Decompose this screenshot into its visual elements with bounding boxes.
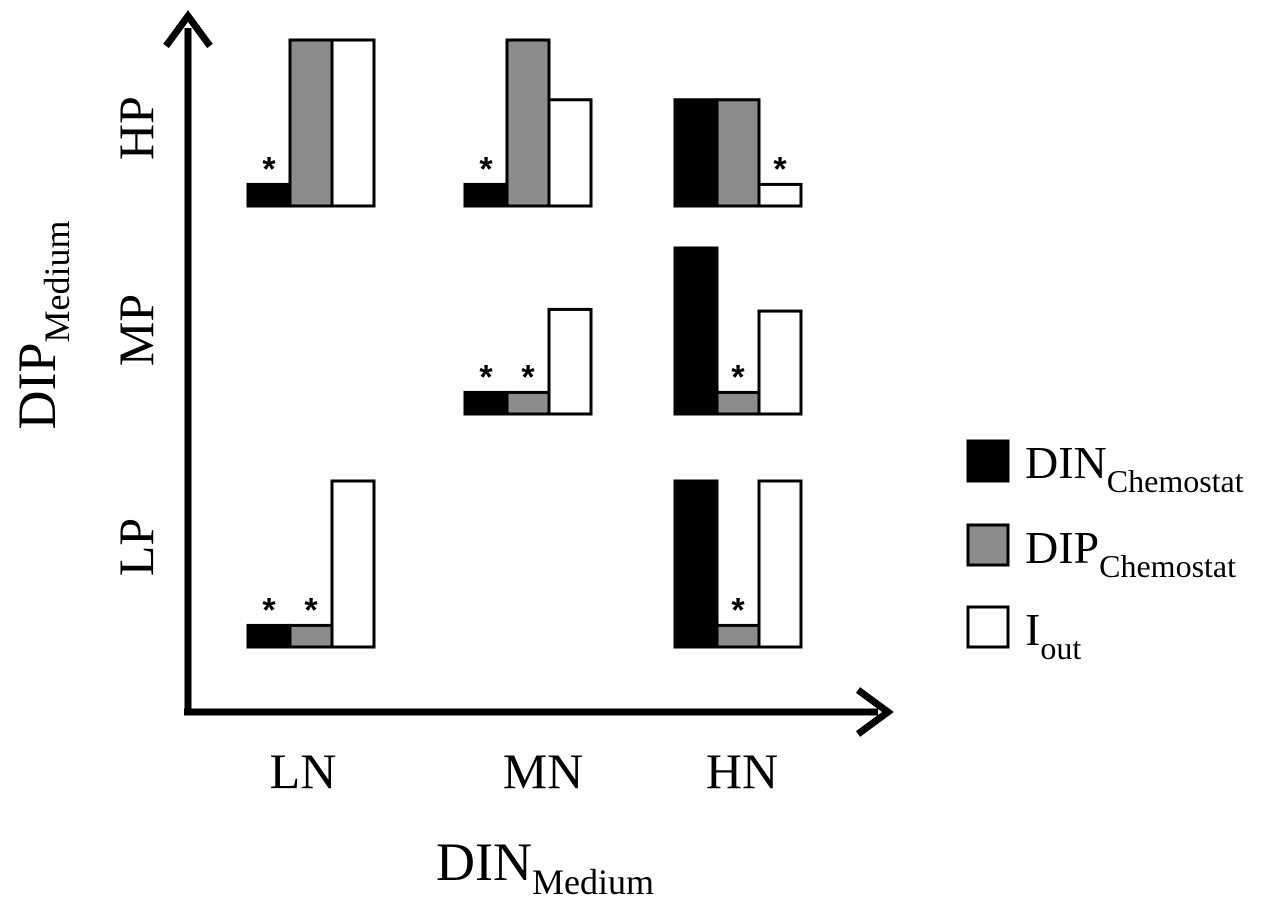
panel-hn-lp: * xyxy=(673,479,803,649)
legend-label-dip: DIPChemostat xyxy=(1025,522,1236,584)
bar-hn-mp-din xyxy=(673,246,719,416)
legend-label-iout: Iout xyxy=(1025,604,1081,666)
significance-marker: * xyxy=(521,358,535,396)
panel-hn-hp: * xyxy=(673,98,803,208)
legend-swatch-iout xyxy=(966,605,1010,649)
bar-hn-hp-dip xyxy=(715,98,761,208)
legend-swatch-dip xyxy=(966,523,1010,567)
y-axis-title-main: DIP xyxy=(7,342,67,429)
bar-hn-hp-din xyxy=(673,98,719,208)
bar-hn-lp-din xyxy=(673,479,719,649)
y-tick-labels: HP MP LP xyxy=(108,96,164,576)
y-axis-title: DIPMedium xyxy=(7,220,77,429)
legend-label-din: DINChemostat xyxy=(1025,437,1244,499)
x-axis-title-sub: Medium xyxy=(532,862,654,902)
legend-label-din-sub: Chemostat xyxy=(1107,463,1244,499)
panel-mn-mp: ** xyxy=(463,307,593,416)
bar-ln-hp-iout xyxy=(330,38,376,208)
bar-panels: ********* xyxy=(246,38,803,649)
axes xyxy=(163,10,894,737)
y-tick-label-hp: HP xyxy=(108,96,164,160)
significance-marker: * xyxy=(731,591,745,629)
panel-hn-mp: * xyxy=(673,246,803,416)
bar-mn-hp-iout xyxy=(547,98,593,208)
bar-ln-lp-iout xyxy=(330,479,376,649)
x-tick-label-hn: HN xyxy=(706,743,778,799)
panel-mn-hp: * xyxy=(463,38,593,208)
panel-ln-lp: ** xyxy=(246,479,376,649)
x-tick-label-ln: LN xyxy=(270,743,337,799)
x-tick-label-mn: MN xyxy=(503,743,584,799)
y-axis-title-sub: Medium xyxy=(37,220,77,342)
x-axis-title-main: DIN xyxy=(436,832,532,892)
legend-label-din-main: DIN xyxy=(1025,437,1107,488)
x-tick-labels: LN MN HN xyxy=(270,743,778,799)
significance-marker: * xyxy=(731,358,745,396)
y-tick-label-mp: MP xyxy=(108,294,164,366)
panel-ln-hp: * xyxy=(246,38,376,208)
legend-swatch-din xyxy=(966,439,1010,483)
significance-marker: * xyxy=(479,150,493,188)
legend-label-dip-main: DIP xyxy=(1025,522,1099,573)
significance-marker: * xyxy=(304,591,318,629)
bar-hn-mp-iout xyxy=(757,309,803,416)
significance-marker: * xyxy=(262,150,276,188)
bar-hn-hp-iout xyxy=(757,182,803,208)
y-axis-arrowhead xyxy=(163,10,213,49)
legend-label-dip-sub: Chemostat xyxy=(1099,548,1236,584)
bar-ln-hp-dip xyxy=(288,38,334,208)
y-tick-label-lp: LP xyxy=(108,518,164,576)
legend: DINChemostat DIPChemostat Iout xyxy=(966,437,1244,666)
x-axis-title: DINMedium xyxy=(436,832,654,902)
significance-marker: * xyxy=(479,358,493,396)
legend-label-iout-sub: out xyxy=(1040,630,1081,666)
bar-mn-mp-iout xyxy=(547,307,593,416)
x-axis-arrowhead xyxy=(855,687,894,737)
significance-marker: * xyxy=(262,591,276,629)
significance-marker: * xyxy=(773,150,787,188)
bar-mn-hp-dip xyxy=(505,38,551,208)
legend-label-iout-main: I xyxy=(1025,604,1040,655)
bar-hn-lp-iout xyxy=(757,479,803,649)
